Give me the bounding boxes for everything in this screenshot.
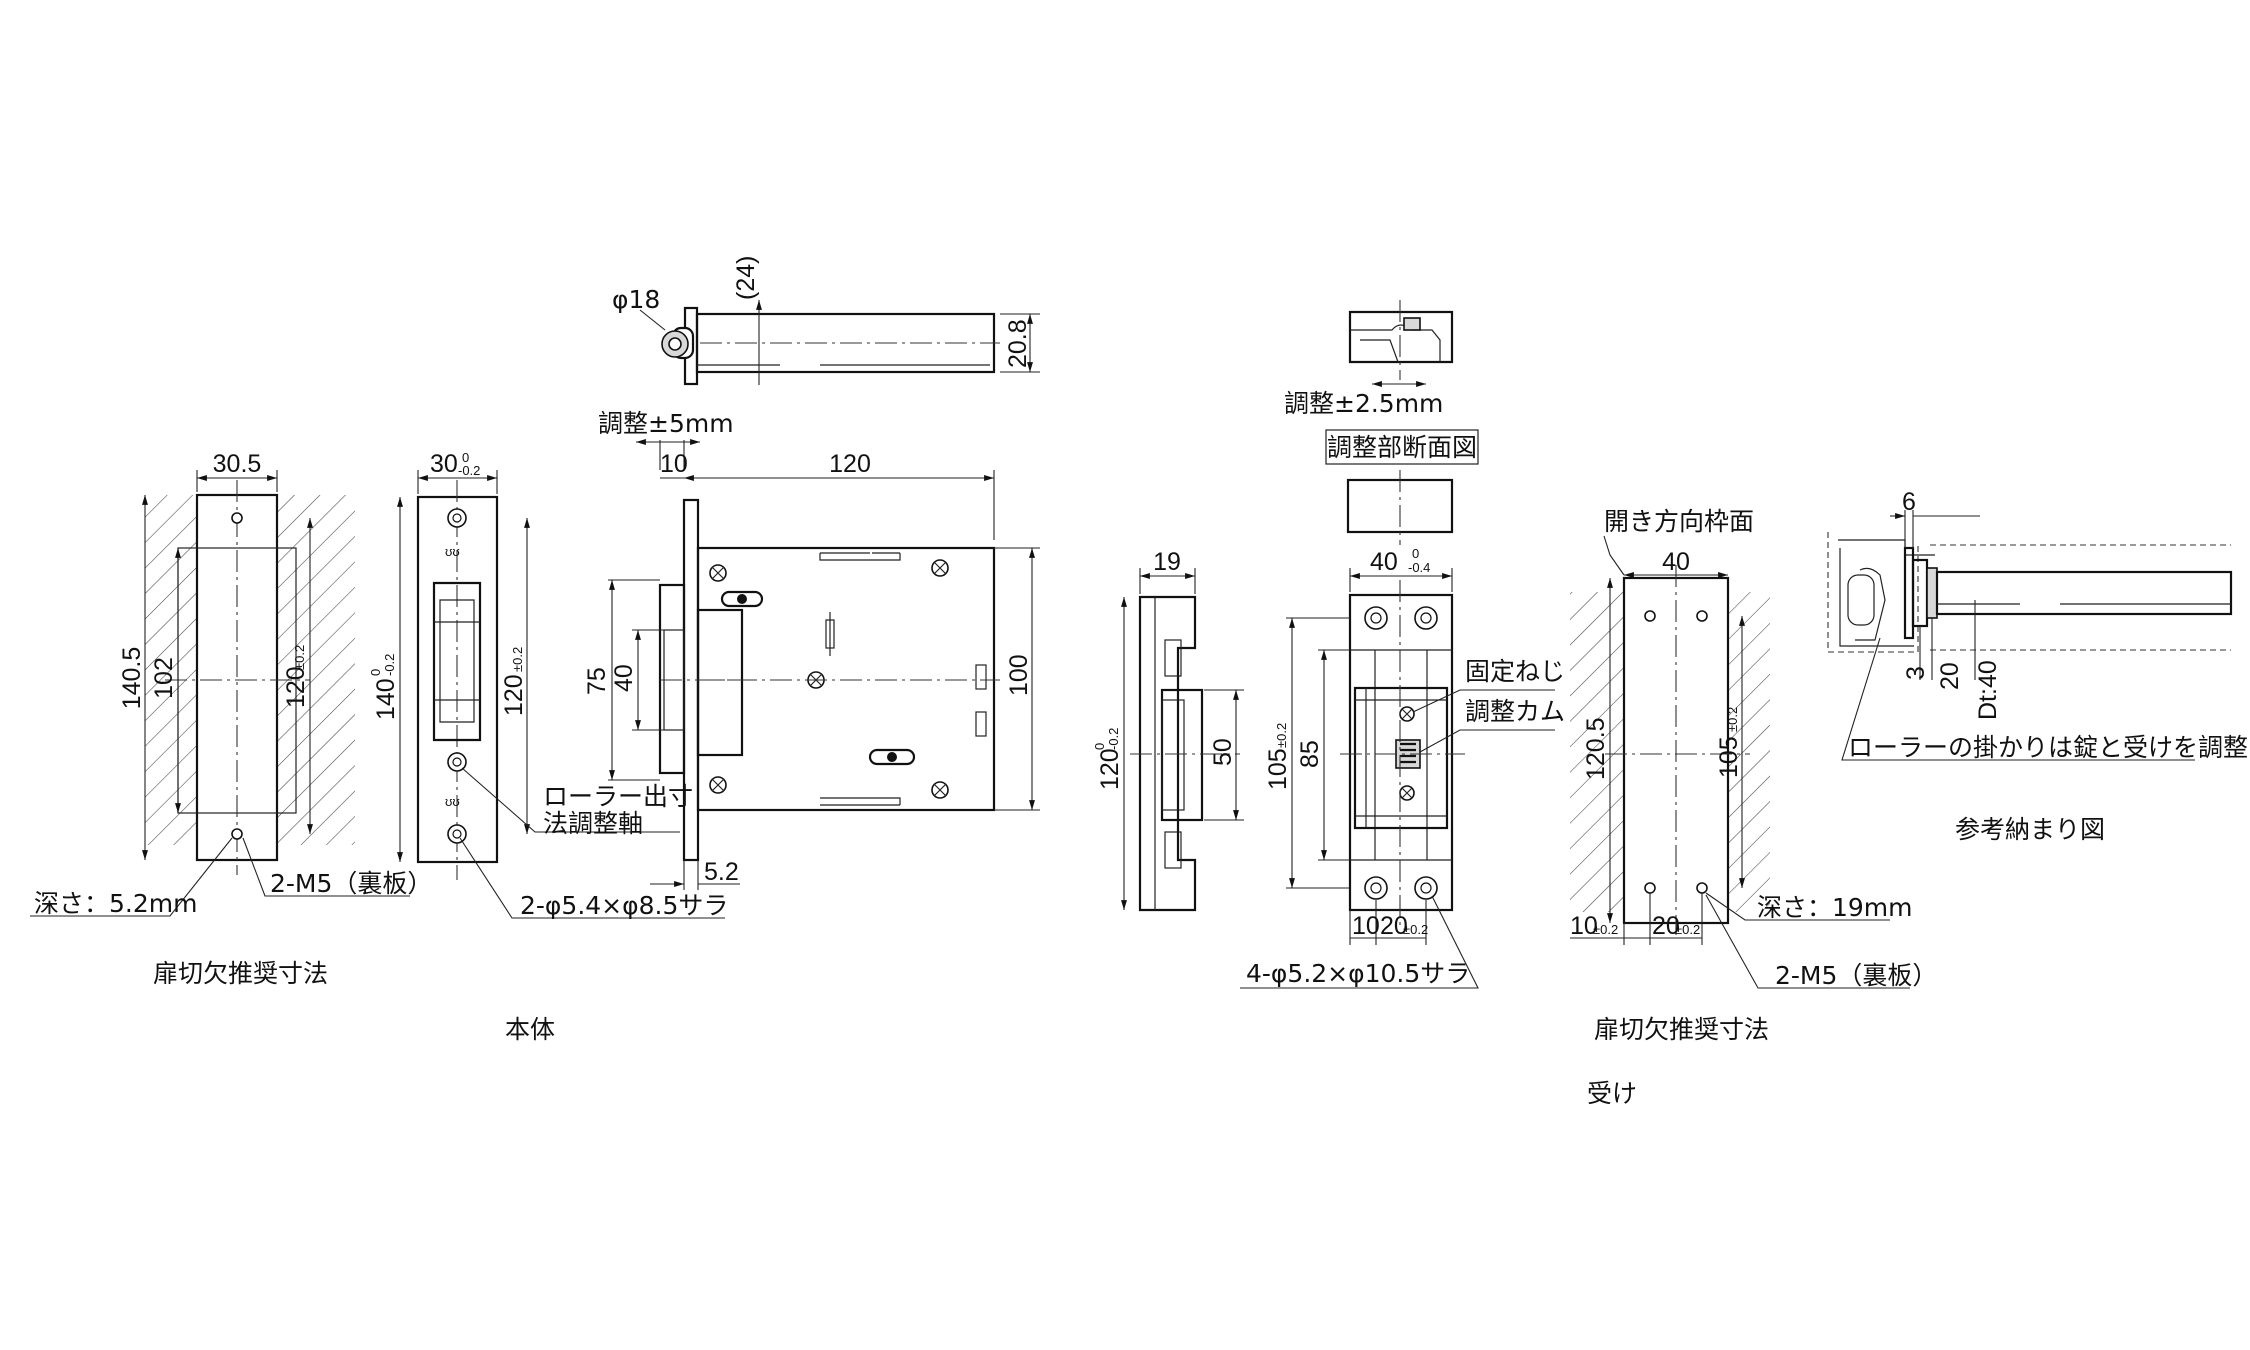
body-cutout-hole-pitch-tol: ±0.2 bbox=[292, 645, 307, 670]
faceplate-width: 30 bbox=[430, 450, 458, 478]
top-view-thickness: 20.8 bbox=[1004, 319, 1032, 368]
strike-cutout-width: 40 bbox=[1662, 548, 1690, 576]
faceplate-width-tol-upper: 0 bbox=[462, 450, 469, 465]
strike-cutout-height: 120.5 bbox=[1582, 717, 1610, 780]
body-cutout-height-inner: 102 bbox=[150, 657, 178, 699]
strike-cutout-dim-10: 10 bbox=[1570, 912, 1598, 940]
strike-thickness: 19 bbox=[1153, 548, 1181, 576]
body-cutout-width: 30.5 bbox=[213, 450, 262, 478]
body-dim-5-2: 5.2 bbox=[704, 858, 739, 886]
strike-width-tol-upper: 0 bbox=[1412, 546, 1419, 561]
reference-note: ローラーの掛かりは錠と受けを調整の事 bbox=[1848, 733, 2250, 762]
reference-label: 参考納まり図 bbox=[1955, 815, 2105, 844]
strike-cutout-view: 開き方向枠面 40 120.5 105 ±0.2 10 ±0.2 20 ±0.2… bbox=[1570, 507, 1937, 1044]
strike-width: 40 bbox=[1370, 548, 1398, 576]
strike-height: 120 bbox=[1096, 748, 1124, 790]
strike-cutout-dim-20: 20 bbox=[1652, 912, 1680, 940]
strike-cutout-depth-note: 深さ：19mm bbox=[1757, 893, 1913, 922]
strike-hole-note: 4-φ5.2×φ10.5サラ bbox=[1246, 959, 1470, 988]
strike-side-view: 19 120 0 -0.2 50 bbox=[1092, 548, 1244, 912]
strike-cutout-hole-pitch-tol: ±0.2 bbox=[1725, 707, 1740, 732]
strike-dim-20: 20 bbox=[1380, 912, 1408, 940]
strike-dim-10: 10 bbox=[1352, 912, 1380, 940]
strike-cutout-label: 扉切欠推奨寸法 bbox=[1594, 1015, 1769, 1044]
strike-dim-20-tol: ±0.2 bbox=[1403, 922, 1428, 937]
strike-cutout-hole-pitch: 105 bbox=[1715, 736, 1743, 778]
strike-cutout-dim-20-tol: ±0.2 bbox=[1675, 922, 1700, 937]
roller-adjust-note-line-1: ローラー出寸 bbox=[543, 782, 693, 811]
faceplate-hole-note: 2-φ5.4×φ8.5サラ bbox=[520, 891, 728, 920]
section-label: 調整部断面図 bbox=[1327, 433, 1477, 462]
faceplate-mark-top: ʊʊ bbox=[445, 544, 460, 559]
faceplate-height: 140 bbox=[372, 678, 400, 720]
faceplate-height-tol-lower: -0.2 bbox=[382, 654, 397, 676]
roller-adjust-note-line-2: 法調整軸 bbox=[543, 809, 643, 838]
body-faceplate-view: ʊʊ ʊʊ 30 0 -0.2 140 0 -0.2 120 ±0.2 ローラー… bbox=[368, 450, 728, 920]
body-dim-40: 40 bbox=[610, 664, 638, 692]
reference-dt: Dt:40 bbox=[1974, 660, 2002, 720]
body-cutout-hole-pitch: 120 bbox=[282, 666, 310, 708]
section-adjust-note: 調整±2.5mm bbox=[1284, 389, 1443, 418]
roller-diameter: φ18 bbox=[612, 285, 660, 314]
reference-dim-20: 20 bbox=[1936, 662, 1964, 690]
strike-height-tol-lower: -0.2 bbox=[1106, 728, 1121, 750]
body-cutout-view: 30.5 140.5 102 120 ±0.2 深さ：5.2mm 2-M5（裏板… bbox=[30, 450, 432, 988]
body-dim-100: 100 bbox=[1005, 654, 1033, 696]
body-top-view: φ18 (24) 20.8 bbox=[612, 256, 1040, 386]
body-cutout-height-outer: 140.5 bbox=[118, 647, 146, 710]
strike-label: 受け bbox=[1587, 1079, 1637, 1108]
faceplate-hole-pitch: 120 bbox=[500, 674, 528, 716]
adjust-cam-label: 調整カム bbox=[1465, 697, 1565, 726]
strike-width-tol-lower: -0.4 bbox=[1408, 560, 1430, 575]
faceplate-hole-pitch-tol: ±0.2 bbox=[510, 647, 525, 672]
reference-installation-view: 6 3 20 Dt:40 ローラーの掛かりは錠と受けを調整の事 参考納まり図 bbox=[1827, 488, 2250, 844]
strike-cutout-screw-note: 2-M5（裏板） bbox=[1775, 961, 1937, 990]
frame-face-label: 開き方向枠面 bbox=[1604, 507, 1754, 536]
body-dim-10: 10 bbox=[660, 450, 688, 478]
adjust-section-view: 調整±2.5mm 調整部断面図 bbox=[1284, 300, 1479, 545]
strike-front-view: 40 0 -0.4 105 ±0.2 85 10 20 ±0.2 固定ねじ 調整… bbox=[1240, 546, 1565, 989]
strike-height-tol-upper: 0 bbox=[1092, 743, 1107, 750]
fix-screw-label: 固定ねじ bbox=[1465, 657, 1565, 686]
roller-offset: (24) bbox=[732, 256, 760, 300]
body-cutout-label: 扉切欠推奨寸法 bbox=[153, 959, 328, 988]
body-adjust-note: 調整±5mm bbox=[598, 409, 734, 438]
body-side-view: 調整±5mm 10 120 bbox=[583, 409, 1040, 890]
strike-front-height-tol: ±0.2 bbox=[1274, 723, 1289, 748]
faceplate-mark-bottom: ʊʊ bbox=[445, 794, 460, 809]
faceplate-height-tol-upper: 0 bbox=[368, 669, 383, 676]
body-dim-120: 120 bbox=[829, 450, 871, 478]
reference-dim-6: 6 bbox=[1902, 488, 1916, 516]
reference-dim-3: 3 bbox=[1902, 666, 1930, 680]
strike-front-height: 105 bbox=[1264, 748, 1292, 790]
strike-cutout-dim-10-tol: ±0.2 bbox=[1593, 922, 1618, 937]
body-cutout-screw-note: 2-M5（裏板） bbox=[270, 869, 432, 898]
strike-recess: 50 bbox=[1209, 738, 1237, 766]
body-dim-75: 75 bbox=[583, 667, 611, 695]
faceplate-width-tol-lower: -0.2 bbox=[458, 463, 480, 478]
body-label: 本体 bbox=[505, 1015, 555, 1044]
strike-inner-height: 85 bbox=[1296, 740, 1324, 768]
body-cutout-depth-note: 深さ：5.2mm bbox=[34, 889, 197, 918]
